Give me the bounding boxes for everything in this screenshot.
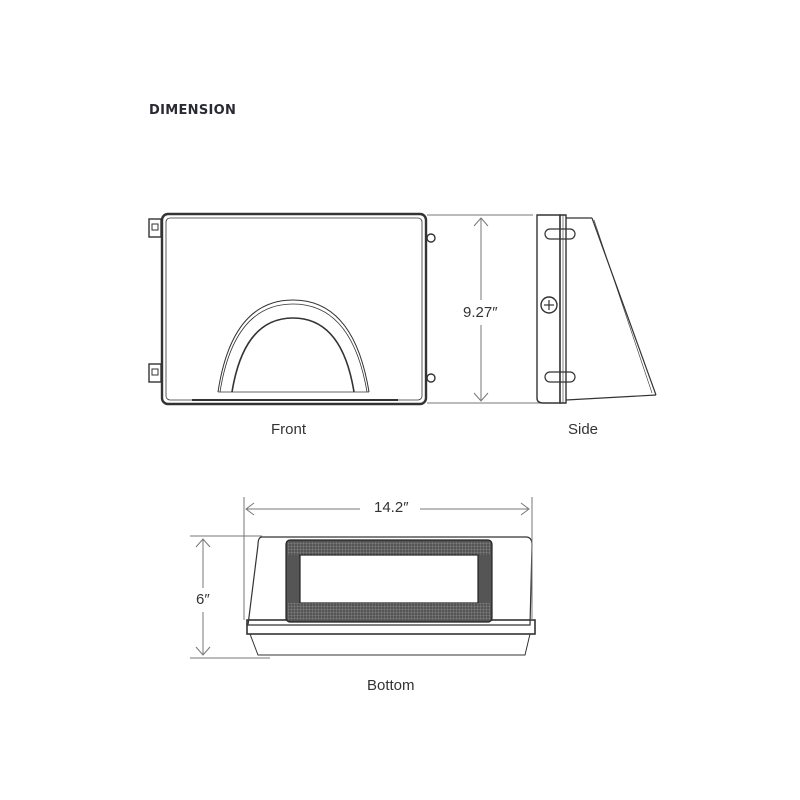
depth-dimension-value: 6″ <box>194 591 212 608</box>
width-dimension-value: 14.2″ <box>372 499 411 516</box>
section-heading: DIMENSION <box>149 103 237 118</box>
bottom-view <box>246 536 536 656</box>
bottom-label: Bottom <box>367 677 415 694</box>
height-dimension-value: 9.27″ <box>461 304 500 321</box>
side-view <box>536 214 657 404</box>
front-label: Front <box>271 421 307 438</box>
mesh-top <box>288 542 490 555</box>
side-label: Side <box>568 421 599 438</box>
mesh-bottom <box>288 603 490 620</box>
height-dimension-line <box>427 214 560 404</box>
depth-dimension-line <box>190 535 270 659</box>
front-view <box>148 212 436 406</box>
width-dimension-line <box>243 497 533 620</box>
